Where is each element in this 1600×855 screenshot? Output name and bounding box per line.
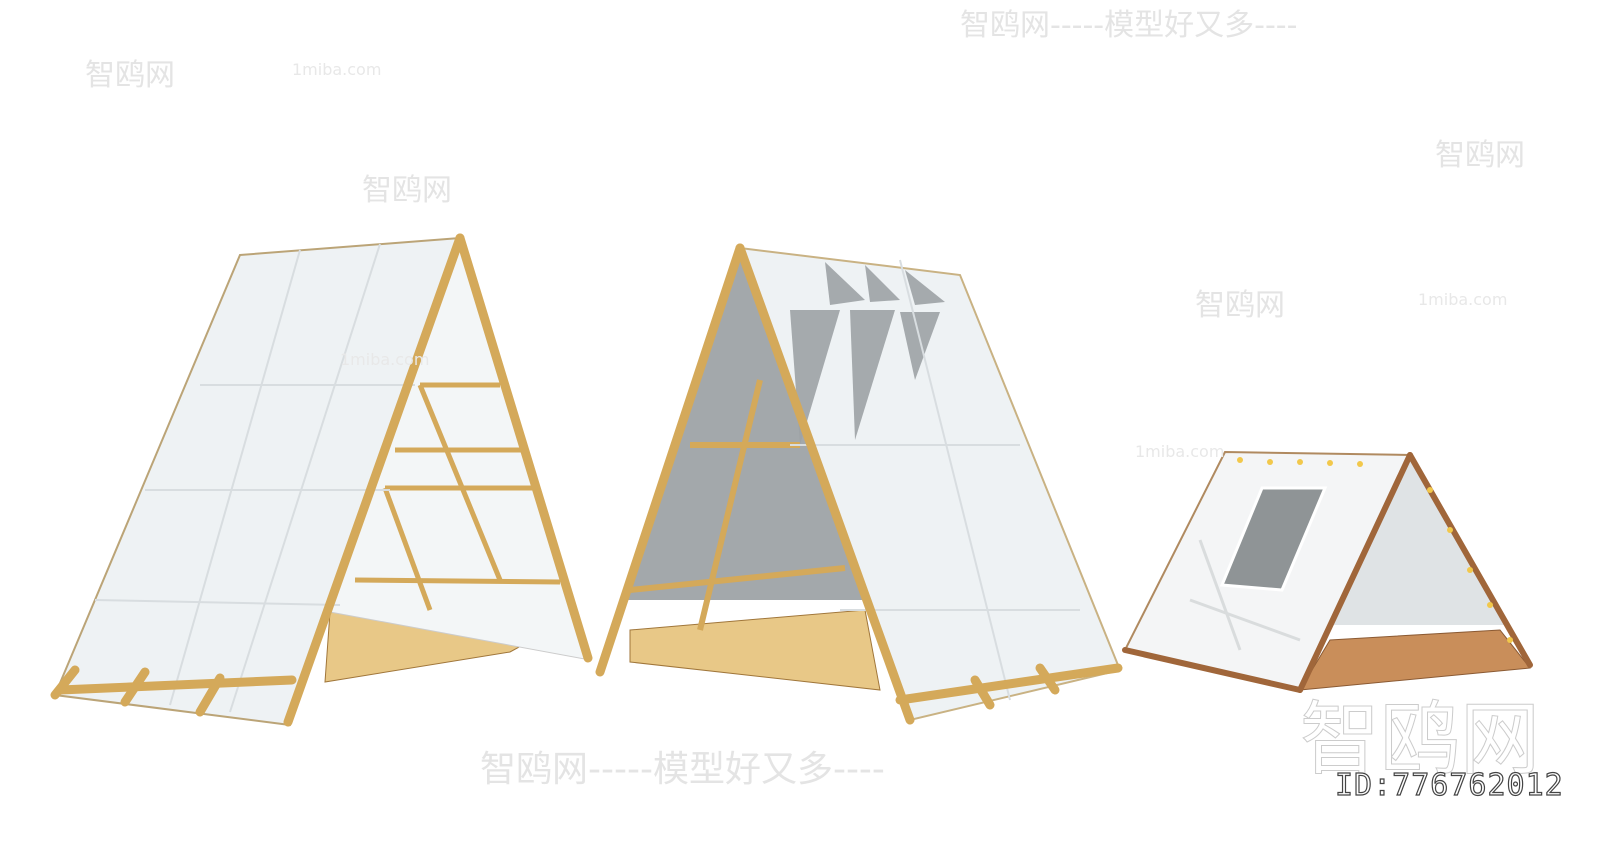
watermark-brand: 智鸥网 [1435, 138, 1525, 173]
watermark-domain: 1miba.com [1135, 442, 1225, 461]
a-frame-tent-left [50, 233, 593, 727]
watermark-domain: 1miba.com [1418, 290, 1508, 309]
watermark-slogan-top: 智鸥网-----模型好又多---- [960, 8, 1298, 43]
watermark-brand: 智鸥网 [1195, 288, 1285, 323]
watermark-domain: 1miba.com [340, 350, 430, 369]
image-id-label: ID:776762012 [1334, 767, 1564, 803]
watermark-brand: 智鸥网 [85, 58, 175, 93]
watermark-domain: 1miba.com [292, 60, 382, 79]
watermark-slogan-bottom: 智鸥网-----模型好又多---- [480, 749, 885, 790]
a-frame-tent-right [1122, 450, 1533, 693]
watermark-brand: 智鸥网 [362, 173, 452, 208]
watermark-brand-large: 智鸥网 [1300, 693, 1541, 787]
a-frame-tent-middle [595, 243, 1123, 725]
